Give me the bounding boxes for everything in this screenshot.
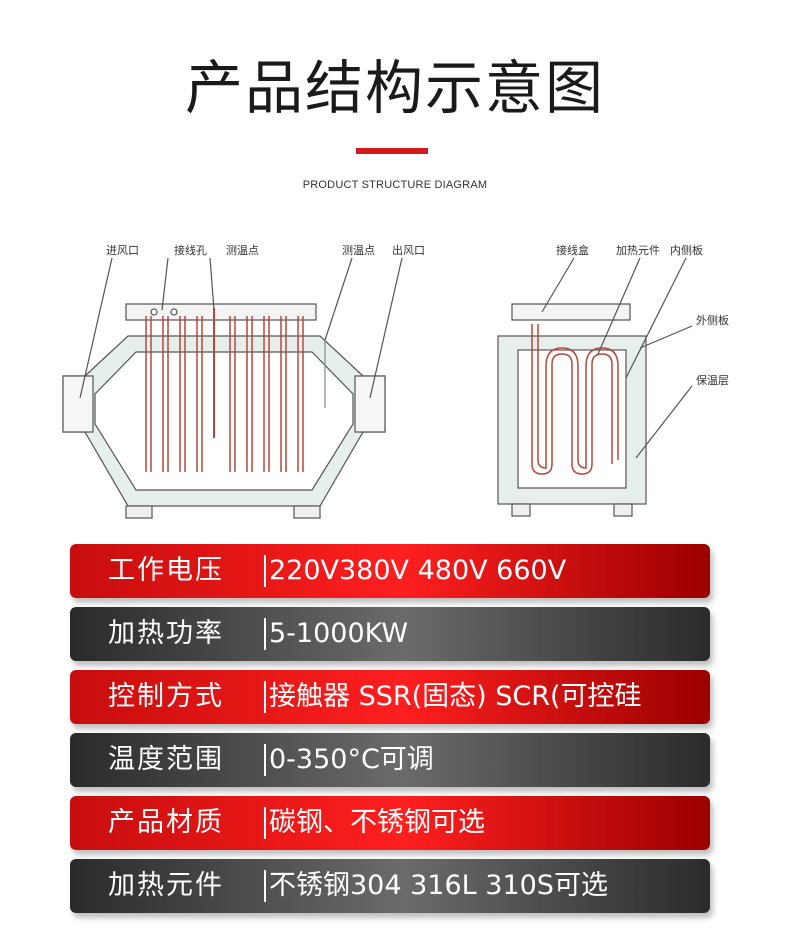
spec-label: 产品材质 xyxy=(108,807,224,838)
spec-divider xyxy=(264,744,266,776)
spec-row-voltage: 工作电压 220V380V 480V 660V xyxy=(70,544,710,598)
spec-divider xyxy=(264,555,266,587)
spec-row-control: 控制方式 接触器 SSR(固态) SCR(可控硅 xyxy=(70,670,710,724)
structure-diagram: 进风口 接线孔 测温点 测温点 出风口 xyxy=(50,228,740,528)
spec-value: 5-1000KW xyxy=(269,618,409,649)
title-accent-bar xyxy=(356,148,428,154)
side-view-drawing xyxy=(62,257,403,519)
spec-row-element: 加热元件 不锈钢304 316L 310S可选 xyxy=(70,859,710,913)
label-outer-plate: 外侧板 xyxy=(696,313,729,327)
spec-divider xyxy=(264,870,266,902)
spec-divider xyxy=(264,681,266,713)
label-junction-box: 接线盒 xyxy=(556,243,589,257)
spec-divider xyxy=(264,807,266,839)
cross-section-drawing xyxy=(497,257,693,517)
spec-value: 0-350°C可调 xyxy=(269,744,434,775)
label-inner-plate: 内侧板 xyxy=(670,243,703,257)
label-wiring-hole: 接线孔 xyxy=(174,243,207,257)
spec-value: 碳钢、不锈钢可选 xyxy=(269,807,485,838)
spec-row-power: 加热功率 5-1000KW xyxy=(70,607,710,661)
spec-label: 温度范围 xyxy=(108,744,224,775)
label-temp-point-2: 测温点 xyxy=(342,244,375,257)
label-inlet: 进风口 xyxy=(106,244,139,257)
label-temp-point-1: 测温点 xyxy=(226,244,259,257)
label-heating-element: 加热元件 xyxy=(616,244,660,257)
label-insulation: 保温层 xyxy=(696,373,729,387)
spec-label: 控制方式 xyxy=(108,681,224,712)
label-outlet: 出风口 xyxy=(392,243,425,257)
spec-row-material: 产品材质 碳钢、不锈钢可选 xyxy=(70,796,710,850)
spec-label: 工作电压 xyxy=(108,555,224,586)
spec-row-temperature: 温度范围 0-350°C可调 xyxy=(70,733,710,787)
spec-value: 不锈钢304 316L 310S可选 xyxy=(269,870,608,901)
page-subtitle: PRODUCT STRUCTURE DIAGRAM xyxy=(302,179,488,191)
spec-label: 加热功率 xyxy=(108,618,224,649)
spec-label: 加热元件 xyxy=(108,870,224,901)
spec-value: 220V380V 480V 660V xyxy=(269,555,567,586)
spec-divider xyxy=(264,618,266,650)
page-title: 产品结构示意图 xyxy=(184,54,605,122)
spec-value: 接触器 SSR(固态) SCR(可控硅 xyxy=(269,681,642,712)
